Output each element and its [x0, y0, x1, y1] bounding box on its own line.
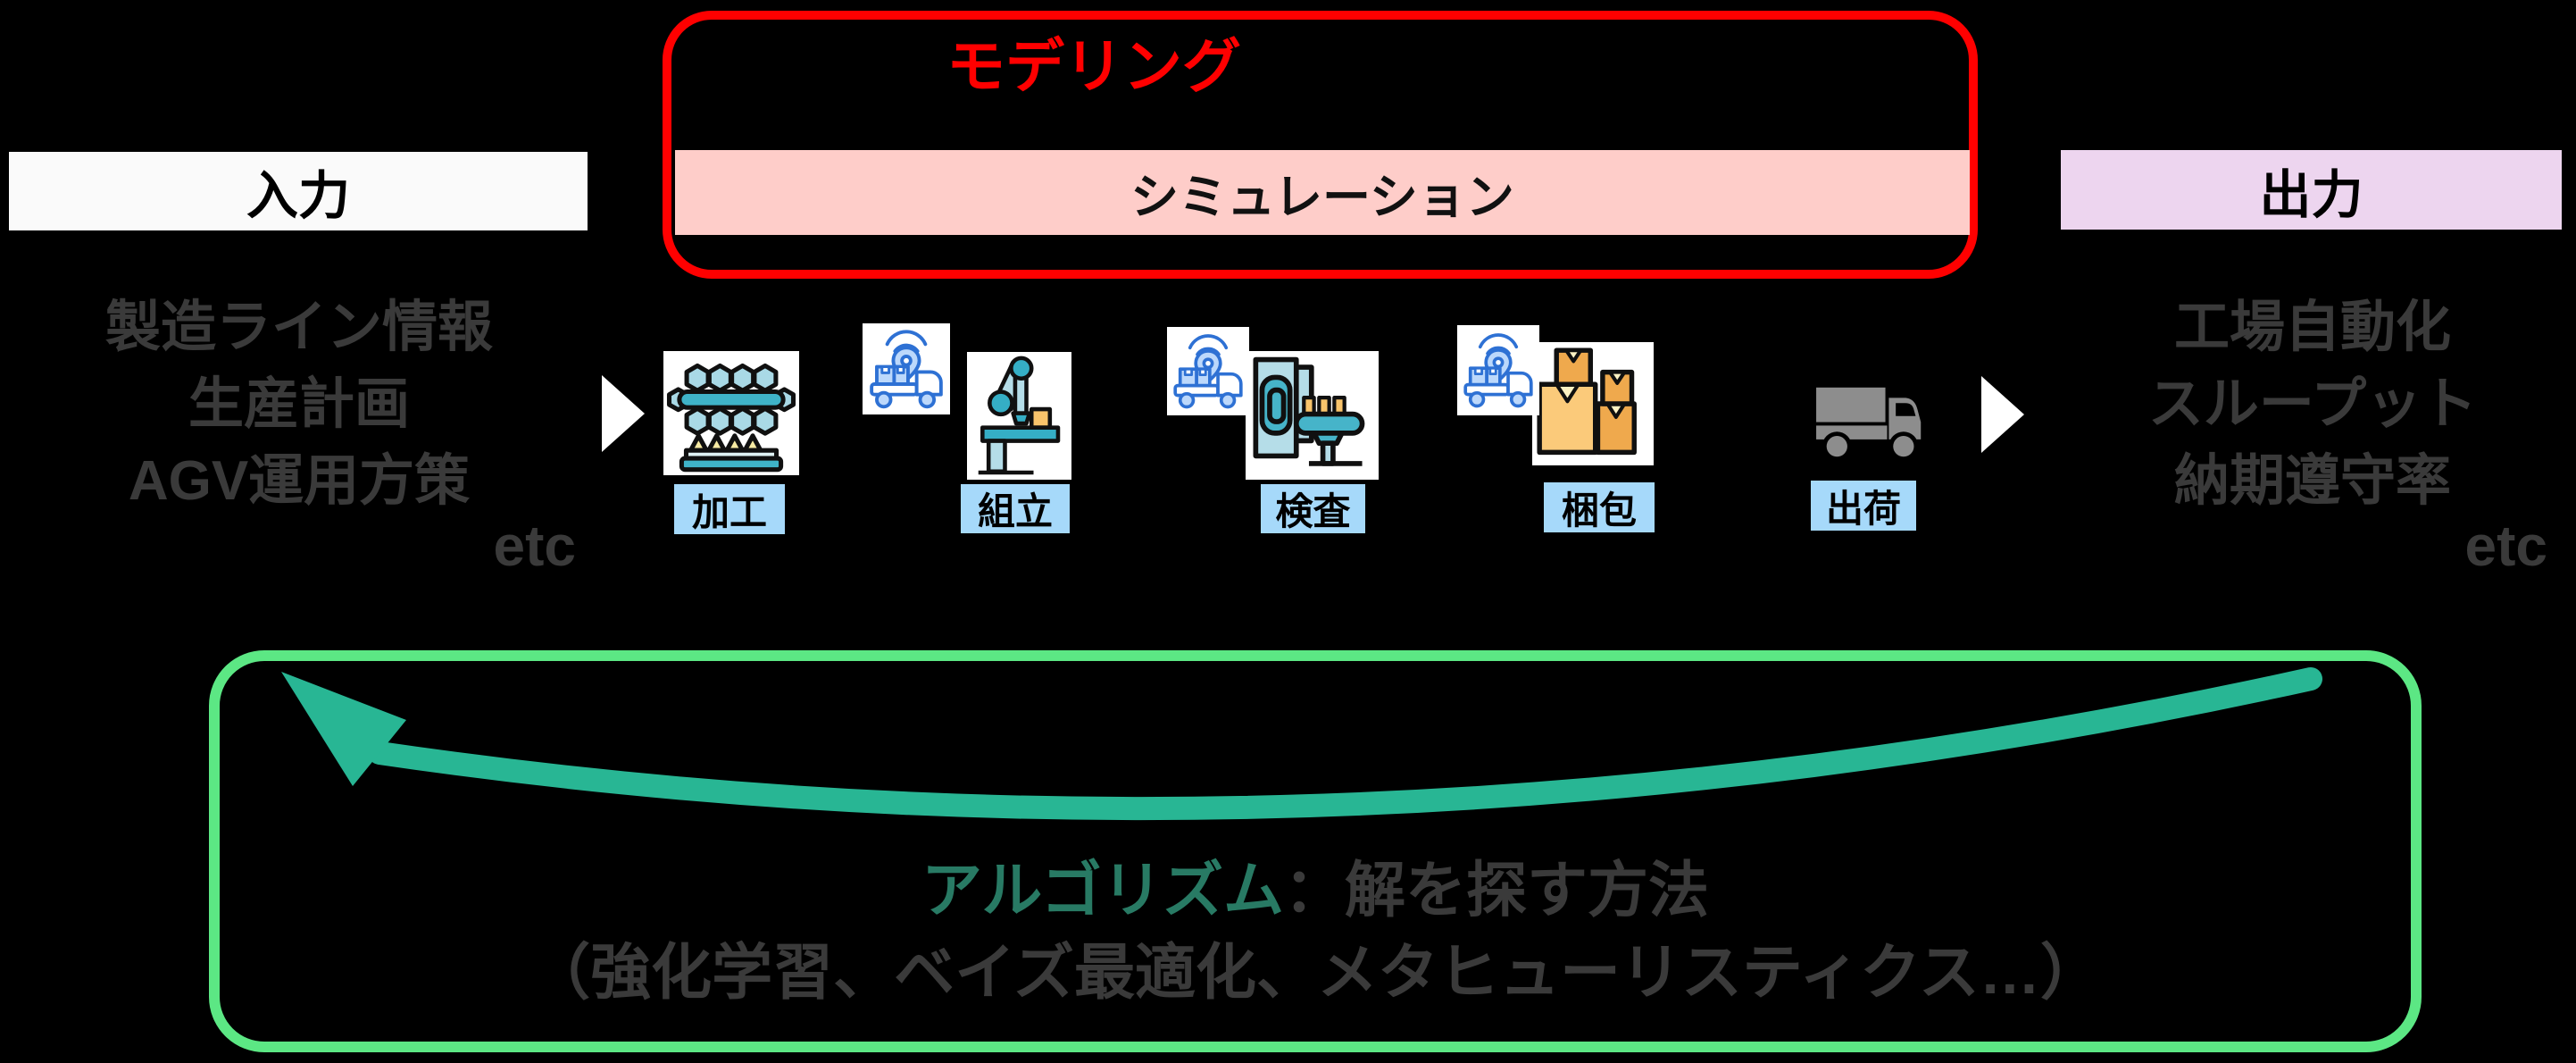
input-item: 生産計画: [188, 373, 410, 435]
output-header: 出力: [2061, 150, 2562, 230]
step-label-text: 梱包: [1561, 489, 1637, 532]
flow-arrow-icon: [602, 375, 645, 452]
step-label-shipping: 出荷: [1811, 481, 1916, 531]
input-item-list: 製造ライン情報 生産計画 AGV運用方策: [31, 289, 567, 520]
agv-truck-icon: [863, 323, 950, 414]
robot-arm-icon: [967, 352, 1071, 480]
modeling-frame: [663, 11, 1978, 279]
step-label-inspection: 検査: [1261, 484, 1365, 533]
step-label-text: 加工: [691, 490, 767, 533]
simulation-label: シミュレーション: [1130, 171, 1514, 224]
output-etc: etc: [2464, 514, 2548, 578]
step-label-text: 出荷: [1825, 487, 1901, 530]
input-item: 製造ライン情報: [104, 297, 493, 358]
algorithm-title: アルゴリズム: [921, 857, 1284, 925]
algorithm-description: 解を探す方法: [1344, 857, 1709, 925]
output-item-list: 工場自動化 スループット 納期遵守率: [2063, 289, 2563, 520]
input-etc: etc: [493, 514, 577, 578]
shipping-truck-icon: [1813, 382, 1933, 465]
algorithm-frame: [209, 650, 2422, 1052]
inspection-icon: [1246, 351, 1379, 480]
agv-truck-icon: [1457, 325, 1539, 415]
output-item: スループット: [2147, 373, 2478, 435]
output-title: 出力: [2259, 165, 2363, 224]
packing-boxes-icon: [1532, 342, 1654, 465]
simulation-bar: シミュレーション: [675, 150, 1970, 235]
input-title: 入力: [246, 167, 350, 225]
station-assembly-card: [967, 352, 1071, 480]
input-item: AGV運用方策: [128, 450, 471, 512]
step-label-assembly: 組立: [961, 484, 1070, 533]
agv-truck-icon: [1167, 327, 1249, 415]
step-label-text: 検査: [1275, 490, 1351, 532]
station-inspection-card: [1246, 351, 1379, 480]
step-label-text: 組立: [977, 490, 1053, 532]
flow-arrow-icon: [1981, 376, 2024, 453]
station-machining-card: [663, 351, 799, 475]
output-item: 納期遵守率: [2173, 450, 2451, 512]
station-packing-card: [1532, 342, 1654, 465]
algorithm-separator: ：: [1283, 857, 1345, 925]
step-label-packing: 梱包: [1544, 482, 1655, 532]
modeling-title: モデリング: [946, 33, 1241, 99]
input-header: 入力: [9, 152, 588, 230]
algorithm-caption: アルゴリズム：解を探す方法: [209, 858, 2422, 923]
machining-icon: [663, 351, 799, 475]
step-label-machining: 加工: [674, 484, 785, 534]
output-item: 工場自動化: [2173, 297, 2451, 358]
algorithm-examples: （強化学習、ベイズ最適化、メタヒューリスティクス…）: [529, 939, 2101, 1007]
